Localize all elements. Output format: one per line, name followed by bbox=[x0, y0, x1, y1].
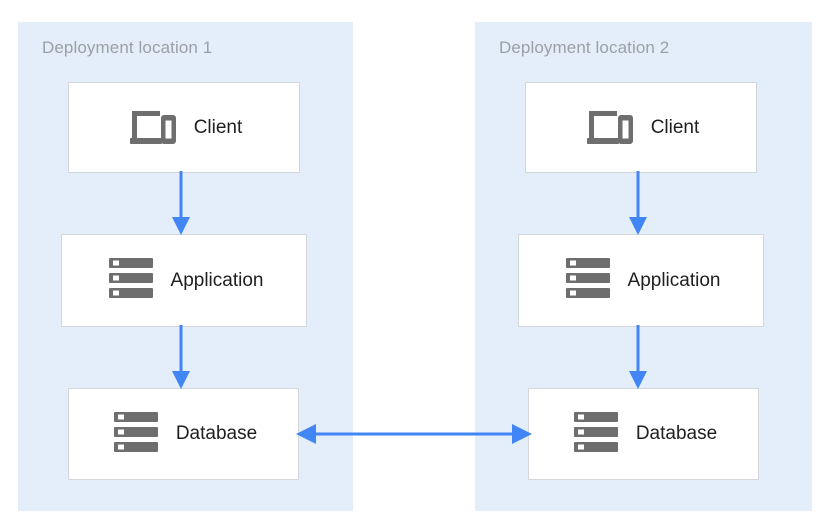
connector-database-1-to-database-2-bidirectional bbox=[296, 424, 532, 444]
zone-1-title: Deployment location 1 bbox=[42, 38, 213, 57]
connector-application-1-to-database-1 bbox=[172, 325, 190, 389]
zone-2-title: Deployment location 2 bbox=[499, 38, 670, 57]
server-stack-icon bbox=[565, 258, 610, 303]
server-stack-icon bbox=[573, 411, 618, 457]
node-client-2-label: Client bbox=[650, 116, 700, 138]
node-client-2[interactable]: Client bbox=[525, 82, 757, 173]
node-client-1-label: Client bbox=[193, 116, 243, 138]
node-application-1-label: Application bbox=[170, 269, 264, 291]
node-database-2[interactable]: Database bbox=[528, 388, 759, 480]
node-database-1-label: Database bbox=[175, 423, 258, 444]
node-database-2-label: Database bbox=[635, 423, 718, 444]
connector-client-2-to-application-2 bbox=[629, 171, 647, 235]
node-database-1[interactable]: Database bbox=[68, 388, 299, 480]
devices-icon bbox=[129, 106, 176, 149]
node-client-1[interactable]: Client bbox=[68, 82, 300, 173]
node-application-2-label: Application bbox=[627, 269, 721, 291]
node-application-2[interactable]: Application bbox=[518, 234, 764, 327]
devices-icon bbox=[586, 106, 633, 149]
connector-client-1-to-application-1 bbox=[172, 171, 190, 235]
connector-application-2-to-database-2 bbox=[629, 325, 647, 389]
server-stack-icon bbox=[113, 411, 158, 457]
server-stack-icon bbox=[108, 258, 153, 303]
node-application-1[interactable]: Application bbox=[61, 234, 307, 327]
